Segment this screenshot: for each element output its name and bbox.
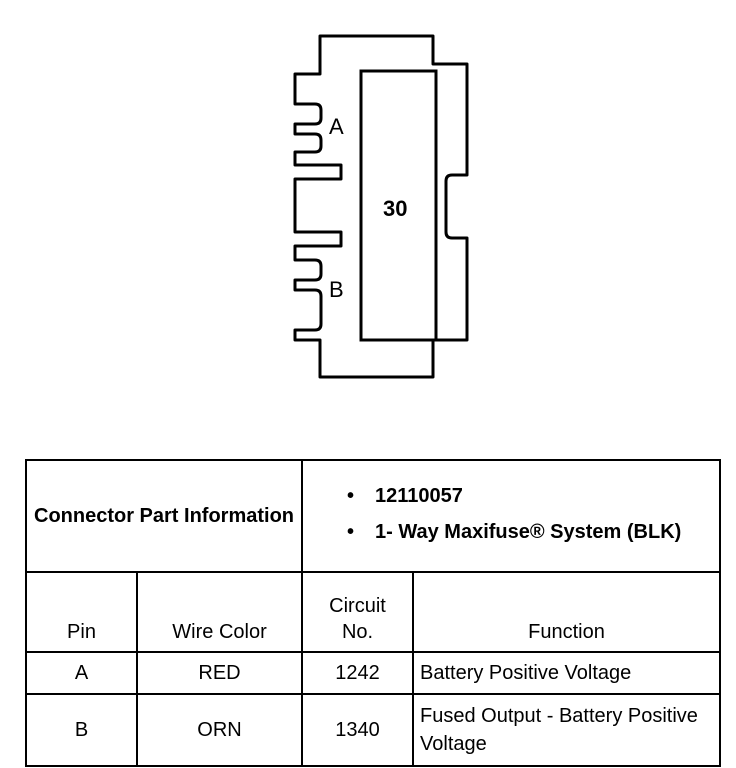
cell-pin: A [25,651,138,695]
connector-outline [293,34,469,379]
connector-pinout-table: Connector Part Information 12110057 1- W… [24,459,722,767]
part-description: 1- Way Maxifuse® System (BLK) [347,519,719,545]
header-function: Function [412,571,722,653]
cavity-number: 30 [383,196,407,221]
header-pin: Pin [25,571,138,653]
connector-face-diagram: A B 30 [293,34,469,379]
table-header-row: Pin Wire Color Circuit No. Function [25,571,722,653]
pin-b-label: B [329,277,344,302]
cell-wire-color: RED [135,651,304,695]
connector-part-info-label: Connector Part Information [24,459,304,573]
cell-function: Battery Positive Voltage [412,651,722,695]
pin-a-label: A [329,114,344,139]
header-circuit-no: Circuit No. [301,571,415,653]
connector-part-info-values: 12110057 1- Way Maxifuse® System (BLK) [301,459,722,573]
table-row: A RED 1242 Battery Positive Voltage [25,651,722,695]
header-wire-color: Wire Color [135,571,304,653]
header-circuit-no-text: Circuit No. [329,595,386,643]
cell-function: Fused Output - Battery Positive Voltage [412,693,722,767]
cell-circuit-no: 1340 [301,693,415,767]
part-info-row: Connector Part Information 12110057 1- W… [24,459,722,573]
terminal-cavity [359,69,438,342]
table-row: B ORN 1340 Fused Output - Battery Positi… [25,693,722,767]
cell-circuit-no: 1242 [301,651,415,695]
part-number: 12110057 [347,483,719,509]
cell-pin: B [25,693,138,767]
cell-wire-color: ORN [135,693,304,767]
